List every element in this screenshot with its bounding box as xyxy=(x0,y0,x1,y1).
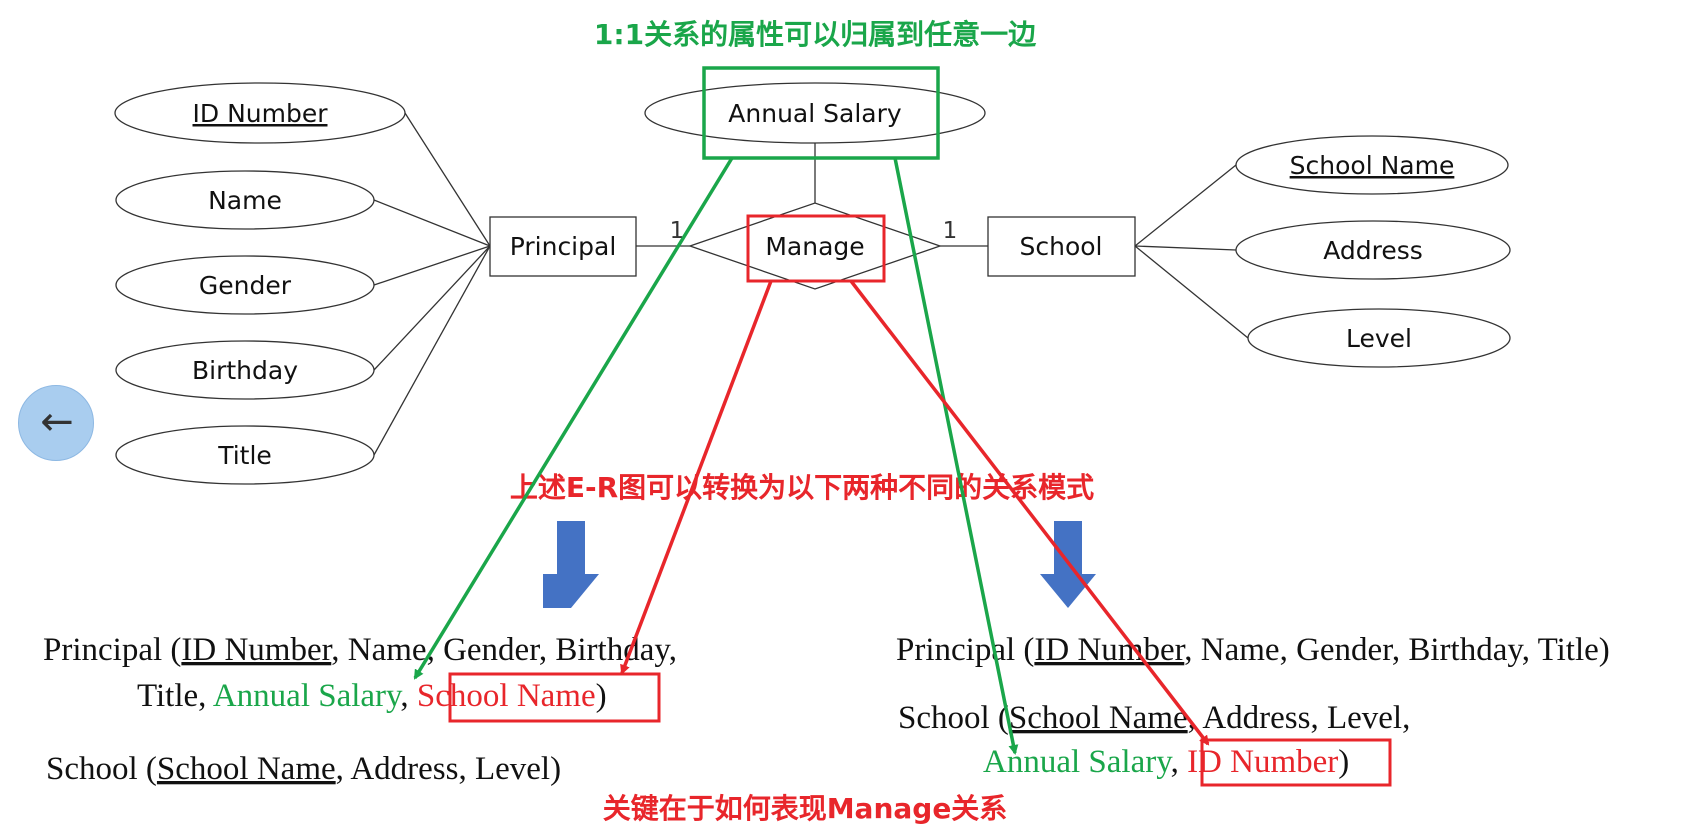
schema-right: Principal (ID Number, Name, Gender, Birt… xyxy=(896,632,1610,780)
connector-id-number xyxy=(404,112,491,247)
attr-ellipse-id-number xyxy=(114,82,406,144)
schema-left: Principal (ID Number, Name, Gender, Birt… xyxy=(43,632,677,787)
attr-label-birthday: Birthday xyxy=(192,356,298,385)
annotation-arrows xyxy=(413,157,1210,755)
highlight-box-manage xyxy=(746,214,886,283)
attr-ellipse-annual-salary xyxy=(644,82,986,144)
schema-left-school-line: School (School Name, Address, Level) xyxy=(46,751,561,787)
cardinality-left: 1 xyxy=(670,218,685,244)
arrow-manage-to-left xyxy=(620,280,773,675)
caption-middle: 上述E-R图可以转换为以下两种不同的关系模式 xyxy=(510,471,1094,504)
caption-top: 1:1关系的属性可以归属到任意一边 xyxy=(594,18,1037,51)
attr-label-annual-salary: Annual Salary xyxy=(728,99,902,128)
back-button[interactable]: ← xyxy=(18,385,94,461)
attr-ellipse-name xyxy=(115,170,375,230)
caption-bottom: 关键在于如何表现Manage关系 xyxy=(603,792,1008,825)
attr-label-name: Name xyxy=(208,186,282,215)
attr-ellipse-gender xyxy=(115,255,375,315)
arrow-manage-to-right xyxy=(849,279,1210,746)
attr-label-address: Address xyxy=(1323,236,1423,265)
attr-label-title: Title xyxy=(217,441,272,470)
entity-school-label: School xyxy=(1020,232,1103,261)
school-attr-connectors xyxy=(1134,164,1249,339)
schema-right-school-line2: Annual Salary, ID Number) xyxy=(983,744,1349,780)
entity-principal-label: Principal xyxy=(510,232,617,261)
attr-label-gender: Gender xyxy=(199,271,292,300)
attr-label-level: Level xyxy=(1346,324,1412,353)
connector-name xyxy=(373,199,491,247)
school-attributes: School Name Address Level xyxy=(1235,135,1511,368)
highlight-box-right-id-number xyxy=(1200,738,1392,787)
highlight-box-left-school-name xyxy=(448,672,661,723)
attr-ellipse-address xyxy=(1235,220,1511,280)
arrow-salary-to-left xyxy=(413,157,734,680)
attr-label-school-name: School Name xyxy=(1290,151,1455,180)
connector-title xyxy=(373,245,491,456)
attr-ellipse-birthday xyxy=(115,340,375,400)
schema-right-principal-line: Principal (ID Number, Name, Gender, Birt… xyxy=(896,632,1610,668)
schema-left-principal-line2: Title, Annual Salary, School Name) xyxy=(137,678,607,714)
connector-gender xyxy=(373,245,491,286)
highlight-box-annual-salary xyxy=(702,66,940,160)
cardinality-right: 1 xyxy=(943,218,958,244)
schema-right-school-line: School (School Name, Address, Level, xyxy=(898,700,1410,736)
attr-ellipse-level xyxy=(1247,308,1511,368)
connector-birthday xyxy=(373,245,491,371)
principal-attr-connectors xyxy=(373,112,491,456)
attr-ellipse-title xyxy=(115,425,375,485)
attr-label-id-number: ID Number xyxy=(193,99,329,128)
entity-school-box xyxy=(987,216,1136,277)
relationship-manage-label: Manage xyxy=(765,232,864,261)
connector-address xyxy=(1134,245,1237,251)
connector-level xyxy=(1134,245,1249,339)
principal-attributes: ID Number Name Gender Birthday Title xyxy=(114,82,406,485)
attr-ellipse-school-name xyxy=(1235,135,1509,195)
relationship-connectors xyxy=(636,143,988,247)
schema-left-principal-line: Principal (ID Number, Name, Gender, Birt… xyxy=(43,632,677,668)
arrow-salary-to-right xyxy=(893,157,1019,755)
entity-principal-box xyxy=(489,216,637,277)
arrow-left-icon: ← xyxy=(40,399,74,445)
down-arrow-left-icon xyxy=(543,521,599,608)
connector-school-name xyxy=(1134,164,1237,247)
